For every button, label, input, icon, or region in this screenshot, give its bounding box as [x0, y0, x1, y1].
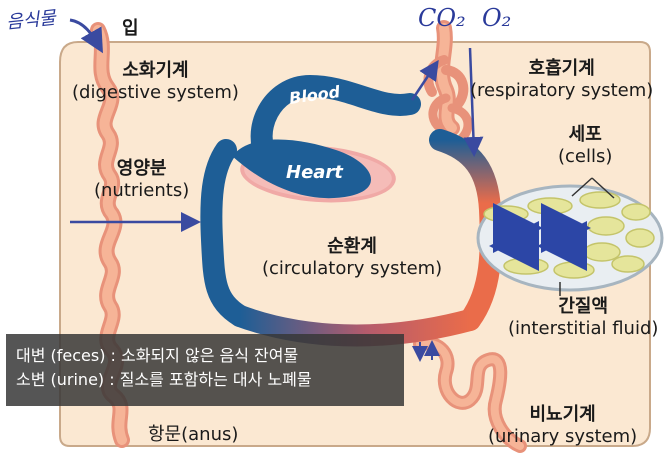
nutrients-label: 영양분 (nutrients) — [94, 158, 189, 202]
nutrients-label-en: (nutrients) — [94, 180, 189, 202]
cells-label-en: (cells) — [558, 146, 612, 168]
urine-caption: 소변 (urine) : 질소를 포함하는 대사 노폐물 — [16, 368, 394, 392]
cells-label-ko: 세포 — [558, 124, 612, 146]
interstitial-label-en: (interstitial fluid) — [508, 318, 658, 340]
food-handwritten: 음식물 — [5, 3, 57, 34]
cells-group — [478, 186, 662, 290]
digestive-label-ko: 소화기계 — [72, 60, 239, 82]
o2-handwritten: O₂ — [482, 4, 511, 32]
digestive-label: 소화기계 (digestive system) — [72, 60, 239, 104]
anus-label-text: 항문(anus) — [148, 424, 238, 446]
circulatory-label-ko: 순환계 — [262, 236, 442, 258]
urinary-label-en: (urinary system) — [488, 426, 637, 448]
circulatory-label: 순환계 (circulatory system) — [262, 236, 442, 280]
respiratory-label: 호흡기계 (respiratory system) — [470, 58, 653, 102]
urinary-label: 비뇨기계 (urinary system) — [488, 404, 637, 448]
digestive-label-en: (digestive system) — [72, 82, 239, 104]
co2-handwritten: CO₂ — [418, 4, 466, 32]
urinary-label-ko: 비뇨기계 — [488, 404, 637, 426]
heart-label: Heart — [286, 162, 344, 183]
nutrients-label-ko: 영양분 — [94, 158, 189, 180]
respiratory-label-ko: 호흡기계 — [470, 58, 653, 80]
interstitial-label-ko: 간질액 — [508, 296, 658, 318]
mouth-label: 입 — [122, 18, 139, 40]
anus-label: 항문(anus) — [148, 424, 238, 446]
feces-caption: 대변 (feces) : 소화되지 않은 음식 잔여물 — [16, 344, 394, 368]
waste-caption-box: 대변 (feces) : 소화되지 않은 음식 잔여물 소변 (urine) :… — [6, 334, 404, 406]
respiratory-label-en: (respiratory system) — [470, 80, 653, 102]
cells-label: 세포 (cells) — [558, 124, 612, 168]
mouth-label-text: 입 — [122, 18, 139, 40]
circulatory-label-en: (circulatory system) — [262, 258, 442, 280]
interstitial-label: 간질액 (interstitial fluid) — [508, 296, 658, 340]
